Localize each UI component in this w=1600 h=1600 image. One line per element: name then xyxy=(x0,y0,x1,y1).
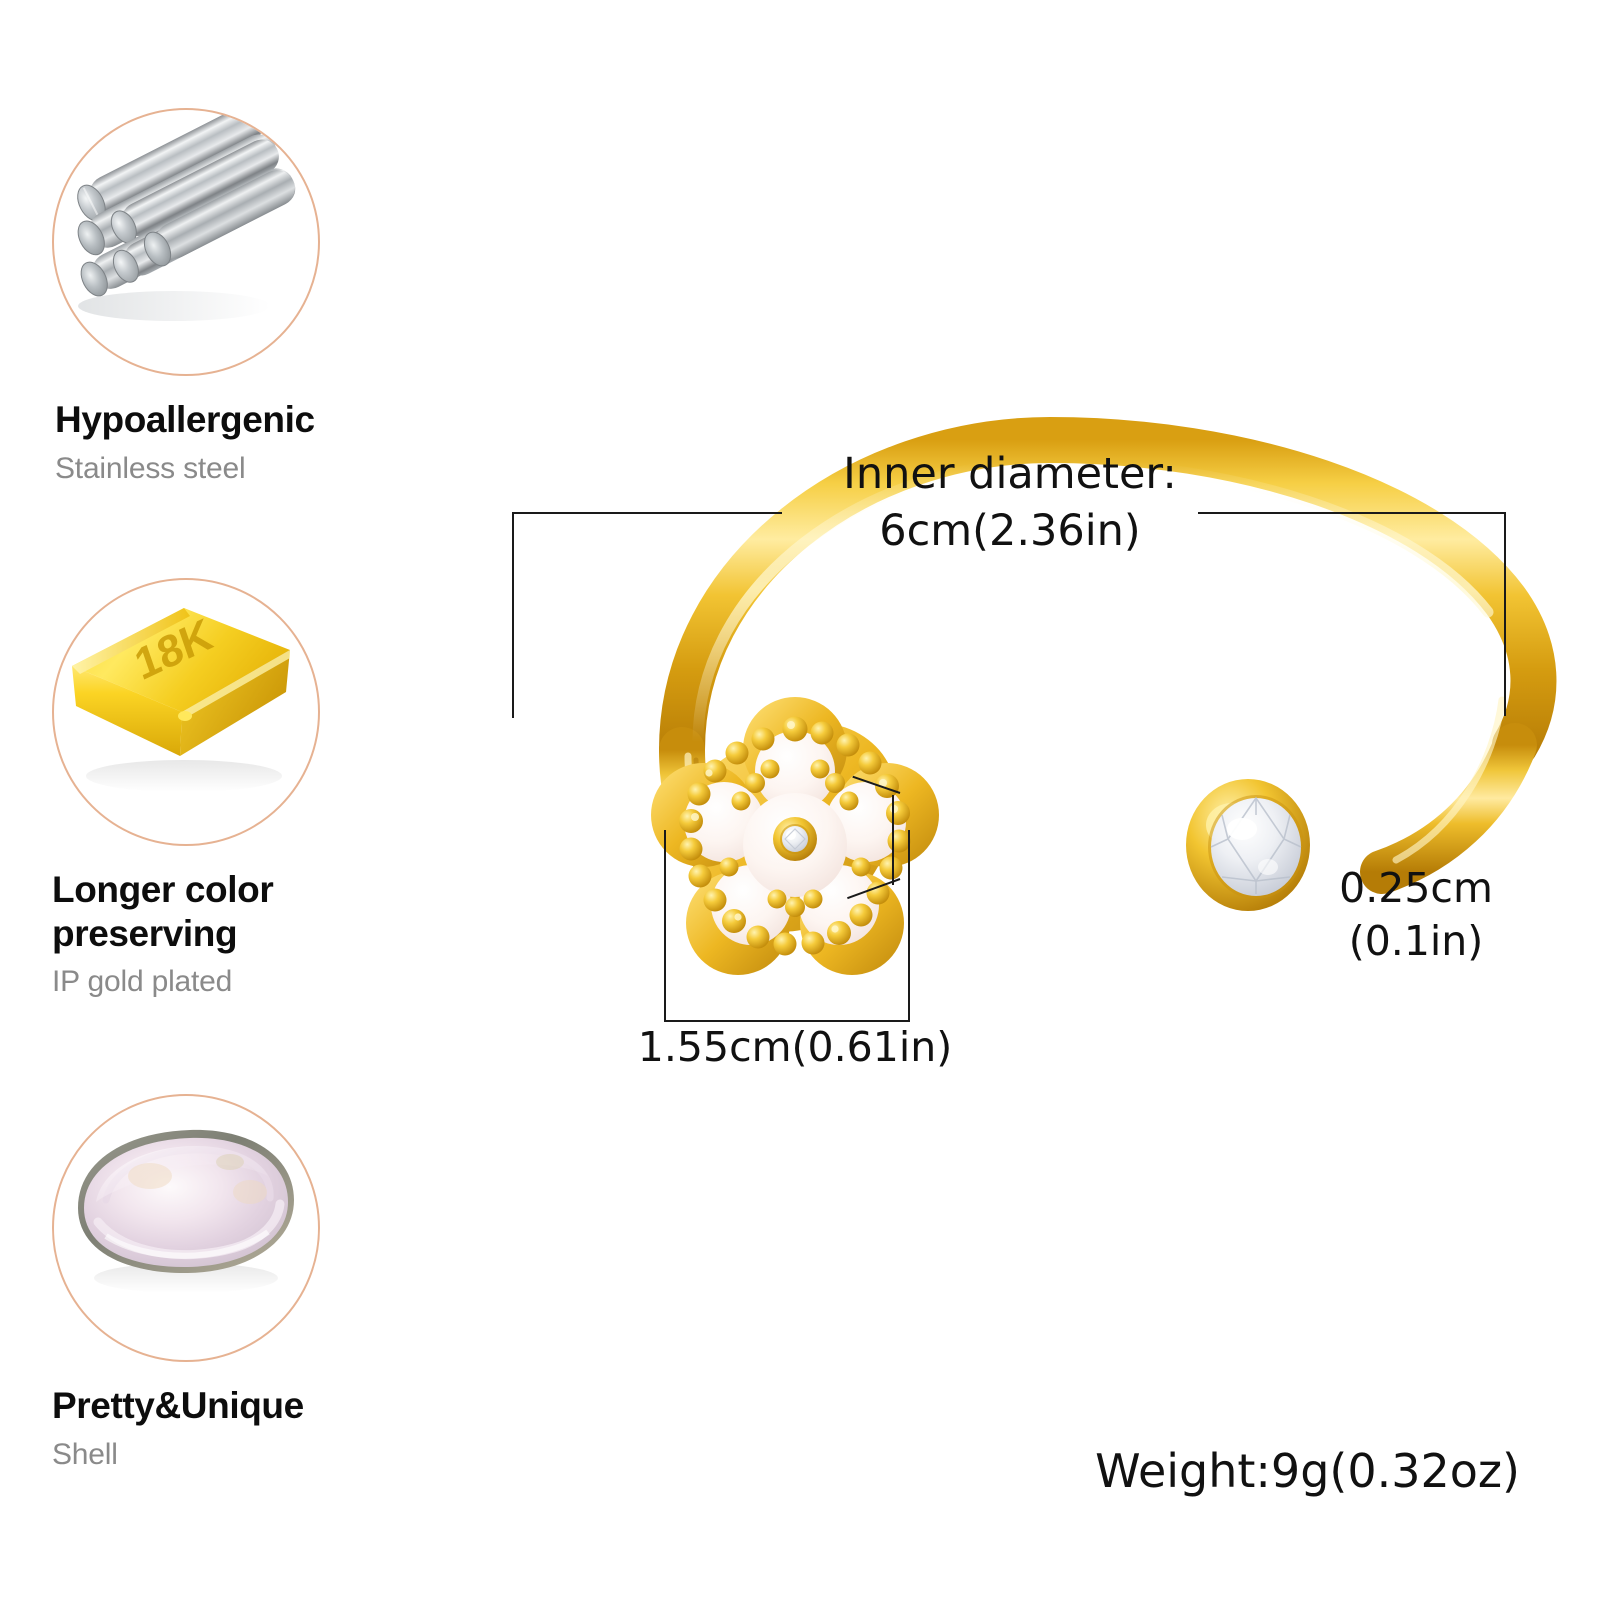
charm-size-label: 1.55cm(0.61in) xyxy=(637,1023,953,1071)
gold-flower-cuff-bangle xyxy=(651,416,1557,975)
gold-bar-icon: 18K xyxy=(52,578,320,846)
steel-rods-icon xyxy=(52,108,320,376)
feature-subtitle: IP gold plated xyxy=(52,965,233,999)
weight-label: Weight:9g(0.32oz) xyxy=(1095,1444,1520,1498)
inner-diameter-rule-left xyxy=(512,512,782,514)
shell-illustration xyxy=(78,1129,294,1293)
feature-block-pretty-and-unique: Pretty&Unique Shell xyxy=(0,1094,430,1473)
feature-text-group: Longer color preserving IP gold plated xyxy=(52,868,430,1000)
feature-text-group: Hypoallergenic Stainless steel xyxy=(55,398,430,487)
five-petal-flower-charm xyxy=(651,697,939,975)
feature-subtitle: Stainless steel xyxy=(55,451,246,485)
gold-bar-illustration: 18K xyxy=(72,608,290,792)
feature-title: Hypoallergenic xyxy=(55,399,315,440)
charm-size-left-tick xyxy=(664,830,666,1022)
feature-subtitle: Shell xyxy=(52,1437,118,1471)
charm-size-rule xyxy=(664,1020,910,1022)
feature-title: Longer color preserving xyxy=(52,869,274,954)
shell-icon xyxy=(52,1094,320,1362)
inner-diameter-label: Inner diameter: 6cm(2.36in) xyxy=(843,449,1177,556)
charm-center-stone xyxy=(773,817,817,861)
steel-rods-illustration xyxy=(77,110,296,321)
feature-block-hypoallergenic: Hypoallergenic Stainless steel xyxy=(0,108,430,487)
flower-bead-ring xyxy=(679,716,911,956)
inner-diameter-rule-right xyxy=(1198,512,1506,514)
bezel-set-cz-end-stone xyxy=(1186,779,1310,911)
feature-title: Pretty&Unique xyxy=(52,1385,304,1426)
wire-thickness-label: 0.25cm (0.1in) xyxy=(1339,864,1493,966)
wire-thickness-bracket xyxy=(892,795,894,885)
inner-diameter-right-tick xyxy=(1504,512,1506,716)
charm-size-right-tick xyxy=(908,830,910,1022)
inner-diameter-left-tick xyxy=(512,512,514,718)
feature-text-group: Pretty&Unique Shell xyxy=(52,1384,430,1473)
feature-block-longer-color-preserving: 18K Longer color preserving IP gold plat… xyxy=(0,578,430,1000)
product-image-area xyxy=(430,0,1600,1600)
